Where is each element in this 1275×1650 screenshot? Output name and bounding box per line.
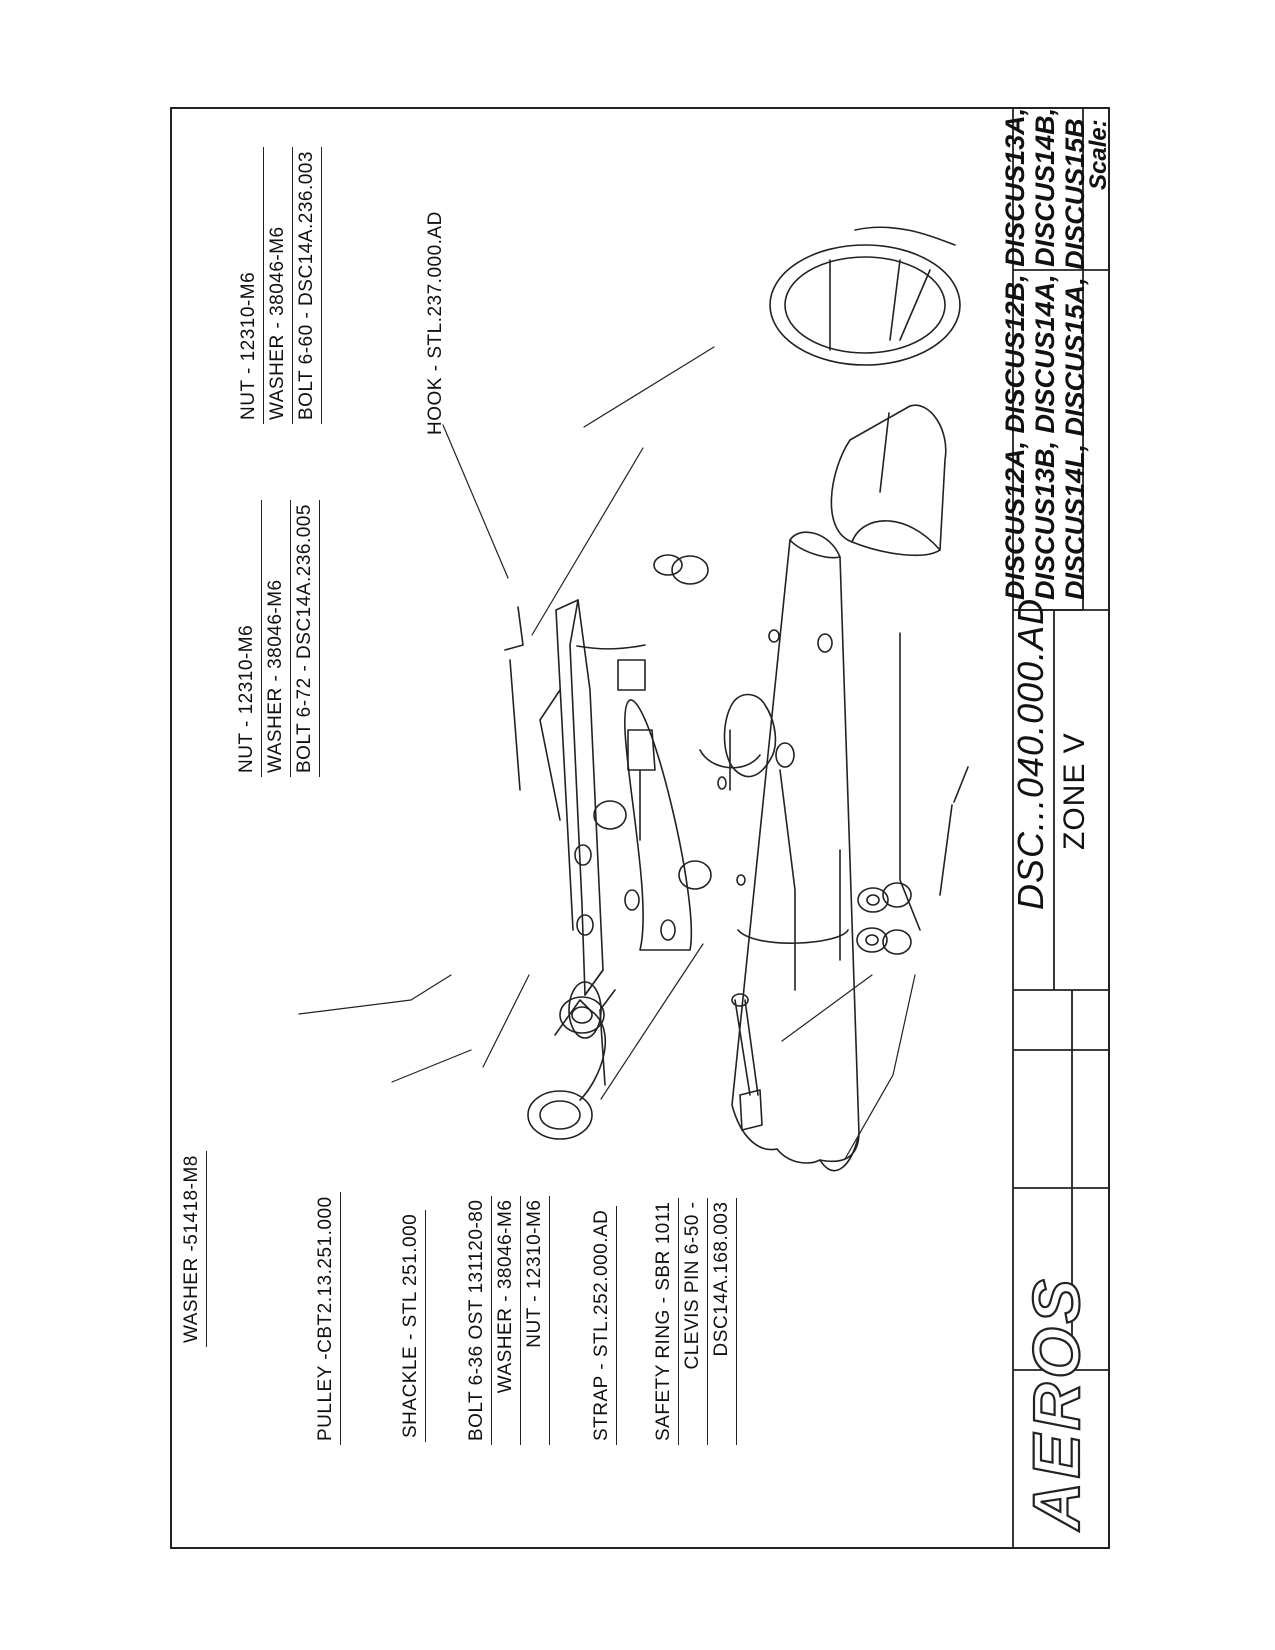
model-list: DISCUS12A, DISCUS12B, DISCUS13A, DISCUS1… [1000,108,1090,600]
leader-lines [298,346,916,1160]
strap-and-shackle [504,599,692,996]
scale-label: Scale: [1085,119,1112,190]
zone-label: ZONE V [1058,732,1091,850]
bolt-parts [593,659,796,1131]
main-tube [699,531,969,1172]
model-list-line-2: DISCUS13B, DISCUS14A, DISCUS14B, [1030,107,1060,600]
model-list-line-1: DISCUS12A, DISCUS12B, DISCUS13A, [1000,107,1030,600]
end-cap-parts [769,226,961,557]
aeros-logo: AEROS [1018,1274,1094,1531]
washers-and-nuts [559,554,912,1034]
drawing-number: DSC...040.000.AD [1010,597,1051,910]
